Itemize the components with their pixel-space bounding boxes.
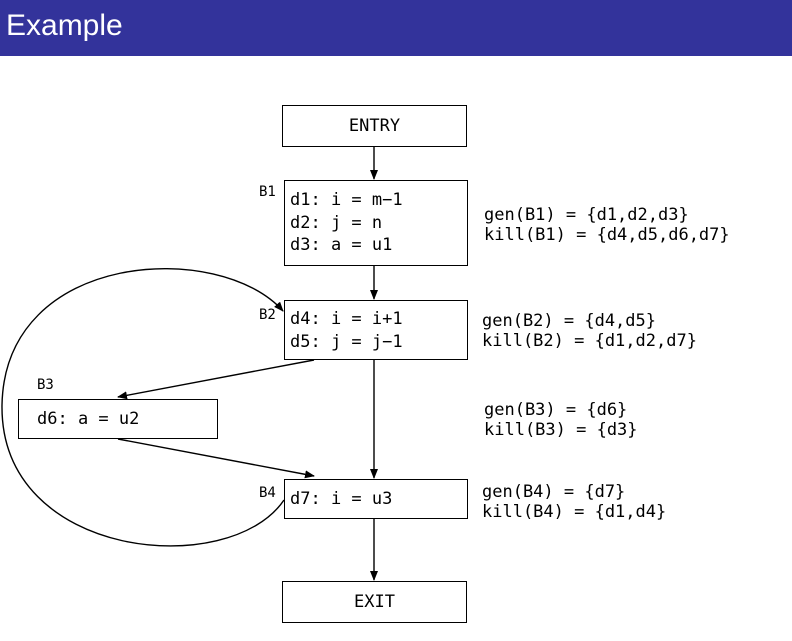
b1-line-2: d2: j = n [290, 213, 383, 233]
edge-b4-b2-loop [1, 268, 285, 547]
b4-line-1: d7: i = u3 [290, 489, 393, 509]
b1-line-1: d1: i = m−1 [290, 190, 403, 210]
b2-line-1: d4: i = i+1 [290, 309, 403, 329]
b3-label: B3 [37, 377, 54, 393]
block-b2: d4: i = i+1 d5: j = j−1 [284, 300, 468, 360]
gen-b2: gen(B2) = {d4,d5} [482, 311, 656, 331]
exit-label: EXIT [354, 592, 395, 612]
title-bar: Example [0, 0, 792, 56]
b2-line-2: d5: j = j−1 [290, 332, 403, 352]
edge-b2-b3 [117, 359, 315, 400]
b1-line-3: d3: a = u1 [290, 235, 393, 255]
kill-b3: kill(B3) = {d3} [484, 420, 638, 440]
gen-b4: gen(B4) = {d7} [482, 482, 626, 502]
edge-b3-b4 [117, 438, 315, 479]
b2-label: B2 [259, 307, 276, 323]
kill-b4: kill(B4) = {d1,d4} [482, 502, 667, 522]
block-b4: d7: i = u3 [284, 479, 468, 519]
kill-b1: kill(B1) = {d4,d5,d6,d7} [484, 225, 730, 245]
b4-label: B4 [259, 485, 276, 501]
block-b1: d1: i = m−1 d2: j = n d3: a = u1 [284, 180, 468, 266]
block-b3: d6: a = u2 [18, 399, 218, 439]
exit-node: EXIT [282, 581, 467, 623]
b3-line-1: d6: a = u2 [37, 409, 140, 429]
entry-node: ENTRY [282, 105, 467, 147]
gen-b3: gen(B3) = {d6} [484, 400, 628, 420]
slide-title: Example [6, 9, 123, 42]
gen-b1: gen(B1) = {d1,d2,d3} [484, 205, 689, 225]
kill-b2: kill(B2) = {d1,d2,d7} [482, 331, 697, 351]
b1-label: B1 [259, 184, 276, 200]
entry-label: ENTRY [348, 116, 401, 136]
